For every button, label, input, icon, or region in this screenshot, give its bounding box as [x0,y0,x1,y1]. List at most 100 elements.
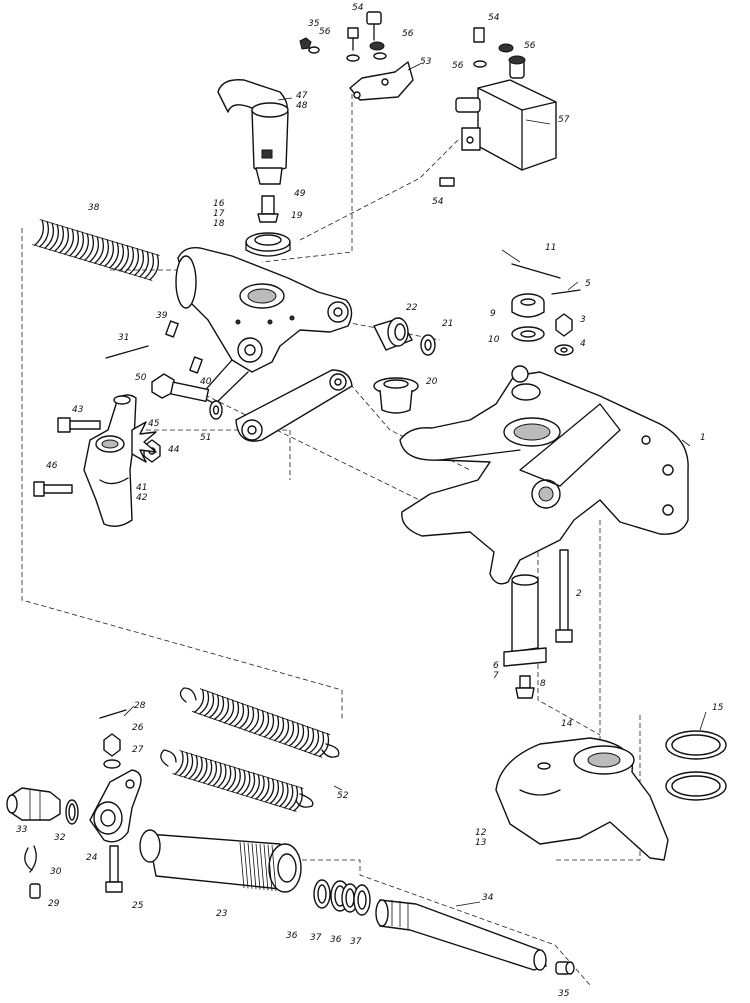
label-8: 8 [540,679,546,689]
label-45: 45 [148,419,160,429]
label-33: 33 [16,825,28,835]
label-43: 43 [72,405,84,415]
label-20: 20 [426,377,438,387]
spring-coil [49,224,60,251]
arm-bracket-16-17-18 [175,247,353,405]
bracket-53 [349,61,414,101]
bushing-22 [373,317,413,351]
rings-36-37 [313,879,371,916]
main-bracket-1 [399,365,689,585]
spring-coil [279,782,289,808]
label-36-a: 36 [286,931,298,941]
label-24: 24 [86,853,98,863]
spring-coil [207,760,218,786]
spring-coil [54,225,65,252]
shaft-thread [255,843,261,890]
spring-coil [183,753,194,778]
bushing-20 [373,377,419,414]
spring-coil [74,231,85,258]
shaft-thread [267,844,273,891]
label-37-b: 37 [350,937,362,947]
link-lever [235,369,353,442]
spring-outline [32,244,153,281]
shaft-thread [263,844,269,891]
bolt-46 [33,481,73,497]
shaft-23 [139,829,302,893]
label-11: 11 [545,243,556,253]
label-34: 34 [482,893,494,903]
spring-coil [236,769,246,794]
label-5: 5 [585,279,591,289]
label-27: 27 [132,745,144,755]
spring-coil [129,248,140,275]
spring-coil [203,692,215,717]
grease-fitting-49 [257,195,279,223]
label-50: 50 [135,373,147,383]
label-1: 1 [700,433,706,443]
spring-coil [134,249,145,276]
spring-coil [198,690,210,715]
spring-coil [217,763,227,789]
spring-coil [193,756,203,781]
label-57: 57 [558,115,570,125]
label-54-top: 54 [352,3,364,13]
spring-hooks-52 [160,687,340,808]
spring-coil [104,240,115,267]
label-56-c: 56 [524,41,536,51]
label-53: 53 [420,57,432,67]
lever-41-42 [83,394,137,527]
label-19: 19 [291,211,303,221]
spring-coil [144,252,155,279]
spring-coil [84,234,95,261]
label-4: 4 [580,339,586,349]
spring-coil [258,711,270,736]
spring-coil [114,243,125,270]
label-25: 25 [132,901,144,911]
spring-coil [109,242,120,269]
spring-coil [308,729,320,754]
spring-coil [99,239,110,266]
label-40: 40 [200,377,212,387]
spring-coil [223,699,235,724]
spring-coil [119,245,130,272]
valve-57 [439,27,557,187]
tension-spring-52-upper [191,688,331,758]
label-56-a: 56 [319,27,331,37]
lockwasher-45 [131,421,157,463]
spring-coil [231,768,241,793]
spring-coil [174,750,184,775]
shaft-thread [239,841,245,889]
spring-coil [213,695,225,720]
spring-coil [303,727,315,752]
spring-coil [89,236,100,263]
bolts-56 [299,27,387,62]
cotter-pin-11 [511,263,561,279]
label-36-b: 36 [330,935,342,945]
spring-coil [269,779,280,805]
label-21: 21 [442,319,453,329]
label-3: 3 [580,315,586,325]
spring-coil [268,715,280,740]
shaft-thread [271,845,277,892]
shaft-34 [375,899,547,971]
spring-coil [212,762,222,787]
label-30: 30 [50,867,62,877]
spring-coil [69,230,80,257]
seal-rings-15 [665,730,727,801]
spring-coil [221,765,232,790]
label-44: 44 [168,445,180,455]
spring-coil [283,784,294,809]
label-56-d: 56 [452,61,464,71]
spring-outline [199,688,331,736]
spring-coil [278,718,290,743]
label-35-top: 35 [308,19,320,29]
spring-coil [248,708,260,733]
shaft-thread [251,843,257,890]
end-cap-35 [555,961,575,975]
spring-coil [202,759,213,784]
leader-lines [123,63,707,907]
